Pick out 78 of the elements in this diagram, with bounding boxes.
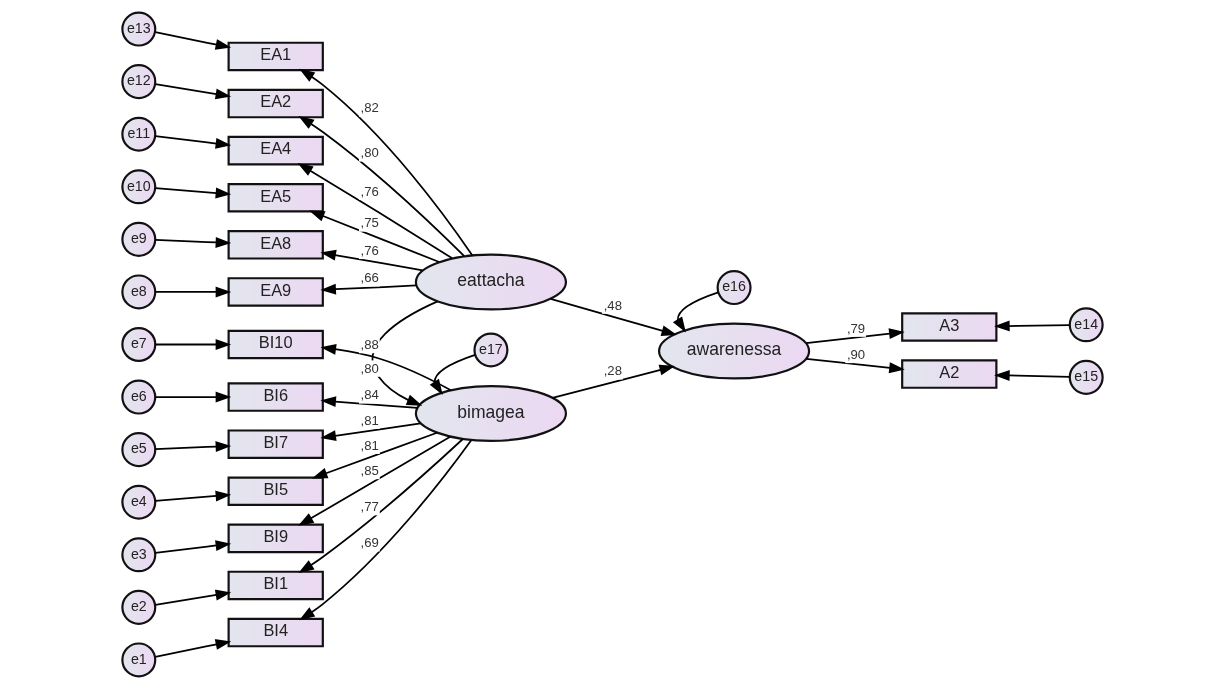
node-circle: e8 <box>120 274 156 310</box>
node-box: EA1 <box>227 41 324 72</box>
node-circle: e6 <box>120 379 156 415</box>
arrow <box>154 441 231 452</box>
arrow <box>319 249 424 272</box>
node-box: EA8 <box>227 230 324 260</box>
node-circle: e1 <box>120 642 156 678</box>
arrow <box>154 83 231 100</box>
node-box: EA4 <box>227 135 324 166</box>
node-ellipse: eattacha <box>414 253 567 311</box>
node-box: BI6 <box>227 382 324 412</box>
arrow <box>154 187 231 199</box>
node-circle: e15 <box>1068 359 1104 395</box>
edge-label: ,84 <box>360 387 379 403</box>
edge-label: ,82 <box>360 100 379 116</box>
arrow <box>154 391 231 403</box>
arrow <box>805 357 905 374</box>
node-box: BI5 <box>227 476 324 507</box>
node-circle: e12 <box>120 64 156 100</box>
arrow <box>154 135 231 149</box>
node-box: BI1 <box>227 570 324 601</box>
edge-label: ,69 <box>360 535 379 551</box>
arrow <box>319 396 418 409</box>
node-circle: e16 <box>716 270 752 306</box>
node-box: EA5 <box>227 182 324 213</box>
node-circle: e2 <box>120 589 156 625</box>
edge-label: ,80 <box>360 360 379 376</box>
node-circle: e5 <box>120 432 156 468</box>
node-circle: e9 <box>120 221 156 257</box>
edge-label: ,28 <box>603 363 622 379</box>
node-circle: e13 <box>120 11 156 47</box>
node-ellipse: bimagea <box>414 385 567 442</box>
node-circle: e10 <box>120 169 156 205</box>
arrow <box>993 320 1071 332</box>
arrow <box>804 328 905 344</box>
arrow <box>429 353 476 395</box>
edge-label: ,88 <box>360 336 379 352</box>
node-circle: e11 <box>120 116 156 152</box>
arrow <box>319 283 417 295</box>
arrow <box>371 300 438 406</box>
edge-label: ,79 <box>846 320 865 336</box>
node-box: A3 <box>900 312 997 342</box>
node-circle: e14 <box>1068 307 1104 343</box>
edge-label: ,48 <box>603 297 622 313</box>
arrow <box>320 343 452 392</box>
node-box: EA2 <box>227 88 324 119</box>
arrow <box>154 237 231 248</box>
arrow <box>672 291 719 333</box>
edge-label: ,85 <box>360 462 379 478</box>
edge-label: ,80 <box>360 145 379 161</box>
arrow <box>154 639 231 658</box>
edge-label: ,66 <box>360 270 379 286</box>
arrow <box>154 286 231 298</box>
node-box: EA9 <box>227 277 324 307</box>
node-circle: e3 <box>120 537 156 573</box>
arrow <box>154 589 231 606</box>
edge-label: ,75 <box>360 215 379 231</box>
arrow <box>154 540 231 554</box>
arrow <box>319 422 421 442</box>
node-circle: e17 <box>472 332 508 368</box>
arrow <box>154 339 231 350</box>
arrow <box>154 490 231 502</box>
arrow <box>154 31 231 50</box>
edge-label: ,81 <box>360 412 379 428</box>
edge-label: ,76 <box>360 242 379 258</box>
edge-label: ,76 <box>360 183 379 199</box>
node-box: BI4 <box>227 617 324 648</box>
node-box: BI9 <box>227 523 324 554</box>
node-circle: e4 <box>120 484 156 520</box>
arrow <box>993 370 1071 381</box>
node-box: A2 <box>900 359 997 389</box>
node-box: BI7 <box>227 429 324 459</box>
edge-label: ,90 <box>846 346 865 362</box>
node-circle: e7 <box>120 326 156 363</box>
arrow <box>298 68 473 257</box>
node-box: BI10 <box>227 329 324 360</box>
edge-label: ,81 <box>360 437 379 453</box>
edge-label: ,77 <box>360 499 379 515</box>
